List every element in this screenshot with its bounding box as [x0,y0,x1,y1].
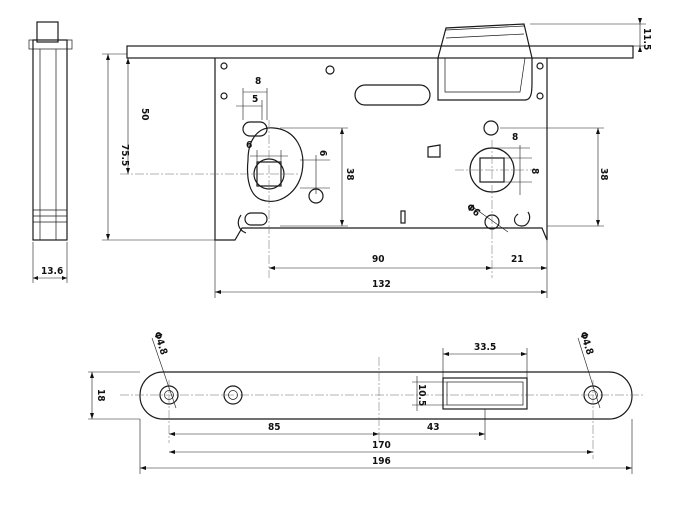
slot [354,84,431,106]
dim-8-right-w: 8 [512,132,518,143]
strike-opening [442,377,528,410]
strike-hole-mid [223,385,243,405]
dim-6-w: 6 [246,140,252,151]
faceplate [126,45,634,59]
side-width-label: 13.6 [41,266,63,277]
dim-11-5: 11.5 [641,28,652,50]
dim-5: 5 [252,94,258,105]
dim-38-right: 38 [598,168,609,181]
follower-cam [246,127,304,202]
dim-33-5: 33.5 [474,342,496,353]
side-view-knob [36,21,59,43]
lock-body-view: 75.5 50 11.5 8 5 6 6 38 [102,18,652,298]
dim-50: 50 [139,108,150,121]
dim-90: 90 [372,254,385,265]
dim-18: 18 [95,389,106,402]
dim-8-cam: 8 [255,76,261,87]
dim-196: 196 [372,456,391,467]
latch-head [437,23,533,59]
dim-75-5: 75.5 [119,144,130,166]
dim-170: 170 [372,440,391,451]
dim-10-5: 10.5 [416,384,427,406]
strike-plate [139,371,633,420]
dim-132: 132 [372,279,391,290]
dim-8-right-h: 8 [529,168,540,174]
strike-plate-view: Φ4.8 Φ4.8 33.5 10.5 18 85 43 1 [88,331,645,474]
dim-6-h: 6 [317,150,328,156]
dim-dia6: Φ6 [464,202,482,219]
dim-21: 21 [511,254,524,265]
dim-43: 43 [427,422,440,433]
side-view: 13.6 [28,21,73,283]
dim-85: 85 [268,422,281,433]
dim-38-left: 38 [344,168,355,181]
cam-slot [242,121,268,137]
